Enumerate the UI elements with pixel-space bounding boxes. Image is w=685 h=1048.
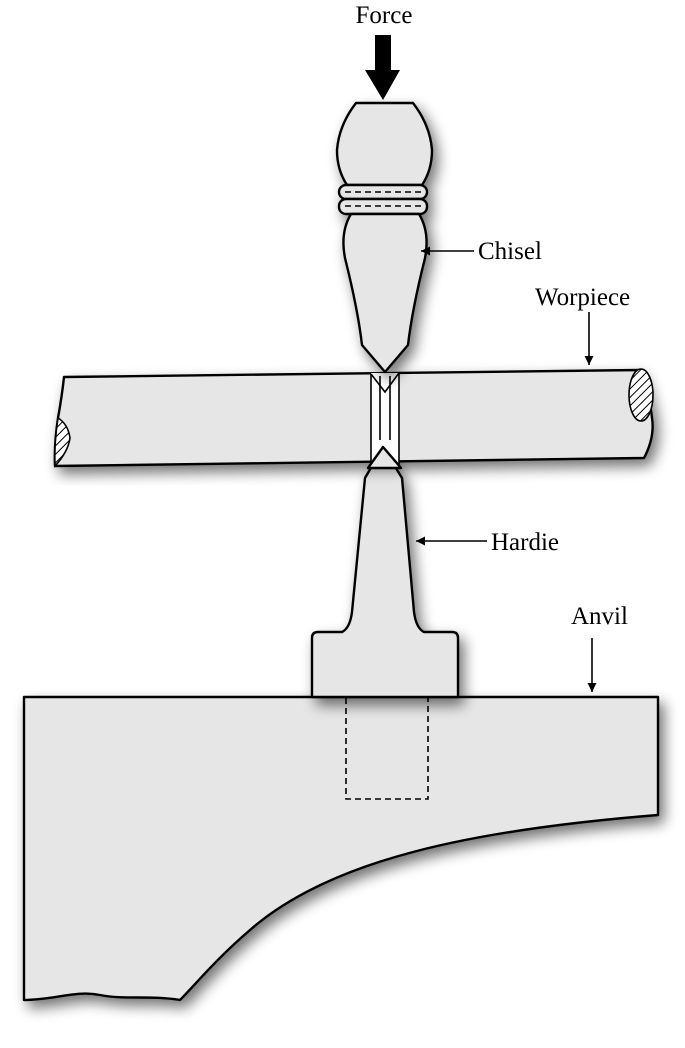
force-label: Force <box>356 2 413 29</box>
anvil-label: Anvil <box>571 603 628 630</box>
cut-wedge-top <box>370 372 400 394</box>
chisel-label: Chisel <box>478 238 542 265</box>
workpiece-left-section <box>54 416 71 468</box>
hardie-shank-hole <box>345 698 429 800</box>
hardie-tip <box>366 445 403 470</box>
workpiece-label: Worpiece <box>535 284 630 311</box>
chisel <box>335 101 434 374</box>
workpiece-right-section <box>628 368 654 422</box>
cut-lines <box>370 373 400 466</box>
hardie <box>310 445 460 699</box>
anvil <box>22 695 660 1002</box>
hardie-label: Hardie <box>491 529 559 556</box>
force-arrow <box>365 35 400 100</box>
workpiece <box>53 368 654 468</box>
